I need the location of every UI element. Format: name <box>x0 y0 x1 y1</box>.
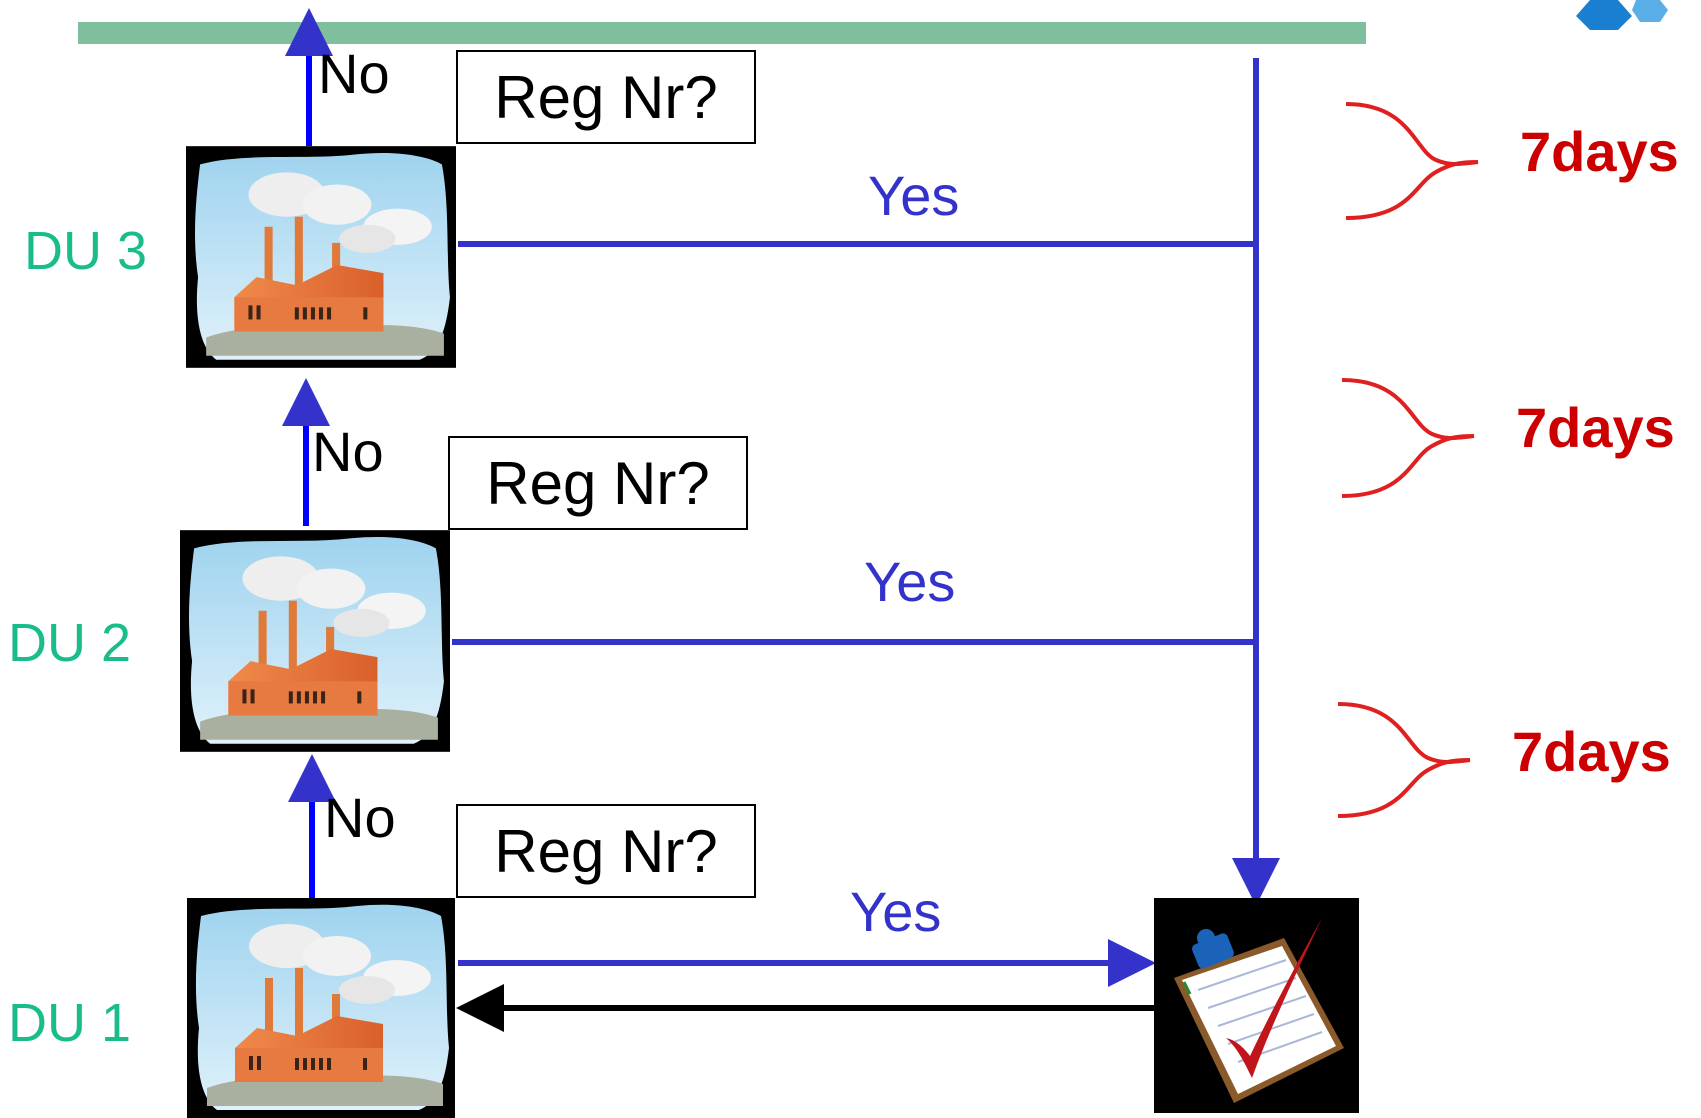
factory-icon <box>180 530 450 752</box>
factory-icon <box>186 146 456 368</box>
no-label-du1: No <box>324 786 396 849</box>
no-label-du2: No <box>312 420 384 483</box>
yes-label-du3: Yes <box>868 164 960 227</box>
brace-interval-1 <box>1345 102 1479 220</box>
brace-interval-2 <box>1341 378 1475 498</box>
factory-icon <box>187 898 455 1118</box>
no-label-du3: No <box>318 42 390 105</box>
du-label-1: DU 1 <box>8 993 132 1053</box>
clipboard-checkmark-icon <box>1154 898 1359 1113</box>
reg-nr-question-du1: Reg Nr? <box>456 804 756 898</box>
hexagon-logo-icon <box>1576 0 1668 30</box>
reg-nr-question-du2: Reg Nr? <box>448 436 748 530</box>
top-bar <box>78 22 1366 44</box>
interval-label-3: 7days <box>1512 720 1671 783</box>
interval-label-1: 7days <box>1520 120 1679 183</box>
brace-interval-3 <box>1337 702 1471 818</box>
du-label-2: DU 2 <box>8 613 132 673</box>
yes-label-du2: Yes <box>864 550 956 613</box>
reg-nr-question-du3: Reg Nr? <box>456 50 756 144</box>
du-label-3: DU 3 <box>24 221 148 281</box>
interval-label-2: 7days <box>1516 396 1675 459</box>
yes-label-du1: Yes <box>850 880 942 943</box>
